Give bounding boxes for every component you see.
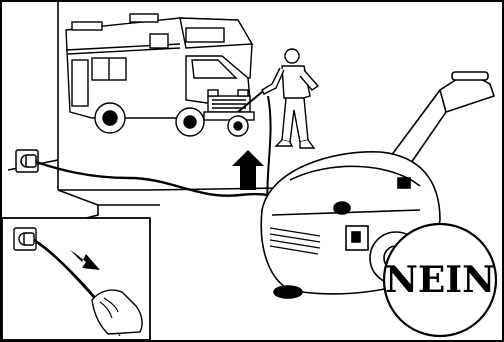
motorhome xyxy=(66,14,254,136)
nein-warning: NEIN xyxy=(384,224,496,336)
inset-panel xyxy=(2,218,150,340)
inset-wall-outlet xyxy=(14,228,36,250)
nein-label: NEIN xyxy=(385,259,495,301)
wall-outlet xyxy=(16,150,38,172)
